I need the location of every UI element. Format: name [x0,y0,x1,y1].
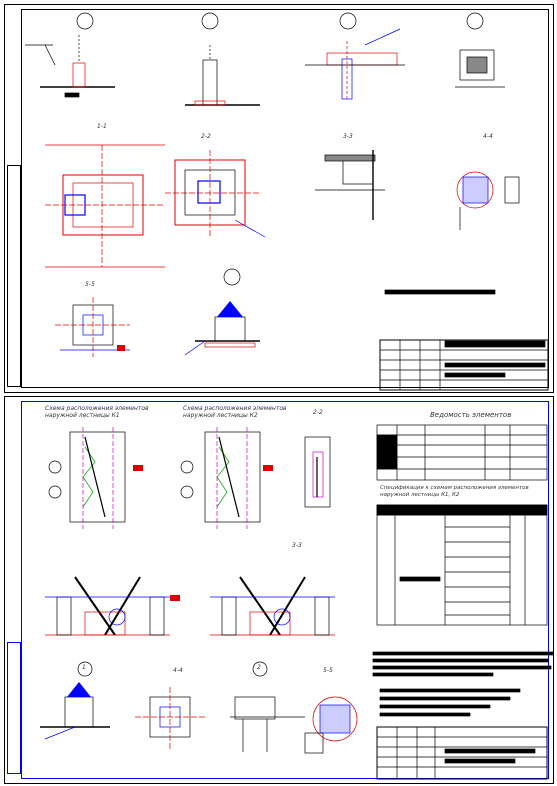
section-label-3-3: 3-3 [343,133,353,140]
vedomost-title: Ведомость элементов [430,411,512,419]
section-label-5-5: 5-5 [85,281,95,288]
drawing-sheet-1: 1-1 2-2 3-3 4-4 5-5 [4,4,554,393]
drawing-sheet-2: Схема расположения элементов наружной ле… [4,396,554,784]
scheme-k1-title: Схема расположения элементов наружной ле… [45,405,149,419]
node-marker-2: 2 [257,664,261,671]
section-label-4-4: 4-4 [483,133,493,140]
node-marker [76,12,94,30]
node-marker [339,12,357,30]
side-stamp-strip [7,165,21,387]
sheet-frame [21,9,549,388]
node-marker [201,12,219,30]
node-marker [223,268,241,286]
spec-title: Спецификация к схемам расположения элеме… [380,485,529,498]
section-label-4-4: 4-4 [173,667,183,674]
section-label-1-1: 1-1 [97,123,107,130]
sheet-1-drawings [25,12,549,391]
sheet-2-drawings [40,424,553,780]
section-label-5-5: 5-5 [323,667,333,674]
node-marker-1: 1 [82,664,86,671]
side-stamp-strip [7,642,21,774]
section-label-2-2: 2-2 [313,409,323,416]
section-label-2-2: 2-2 [201,133,211,140]
section-label-3-3: 3-3 [292,542,302,549]
node-marker [466,12,484,30]
scheme-k2-title: Схема расположения элементов наружной ле… [183,405,287,419]
sheet-frame [21,401,549,779]
